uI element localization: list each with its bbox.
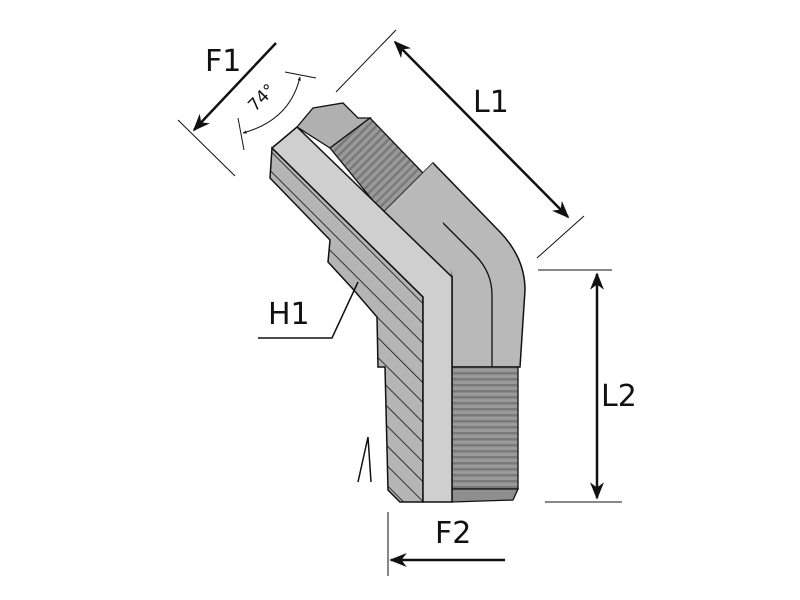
angle-arc: [242, 76, 301, 134]
elbow-inner-line: [409, 189, 493, 367]
lower-thread-end: [451, 488, 520, 503]
angle-extension-2: [284, 71, 317, 79]
l1-label: L1: [473, 85, 509, 120]
lower-thread: [451, 366, 519, 490]
l1-extension-bottom: [536, 215, 585, 259]
angle-extension-1: [237, 117, 245, 151]
f1-extension: [177, 119, 236, 177]
l1-arrow: [393, 40, 570, 219]
h1-label: H1: [268, 297, 310, 332]
f1-label: F1: [205, 44, 242, 79]
l2-label: L2: [601, 379, 637, 414]
f1-arrow: [192, 42, 277, 132]
l1-extension-top: [335, 29, 397, 93]
h1-leader: [258, 281, 359, 339]
taper-mark: [357, 436, 372, 483]
f2-label: F2: [435, 516, 472, 551]
